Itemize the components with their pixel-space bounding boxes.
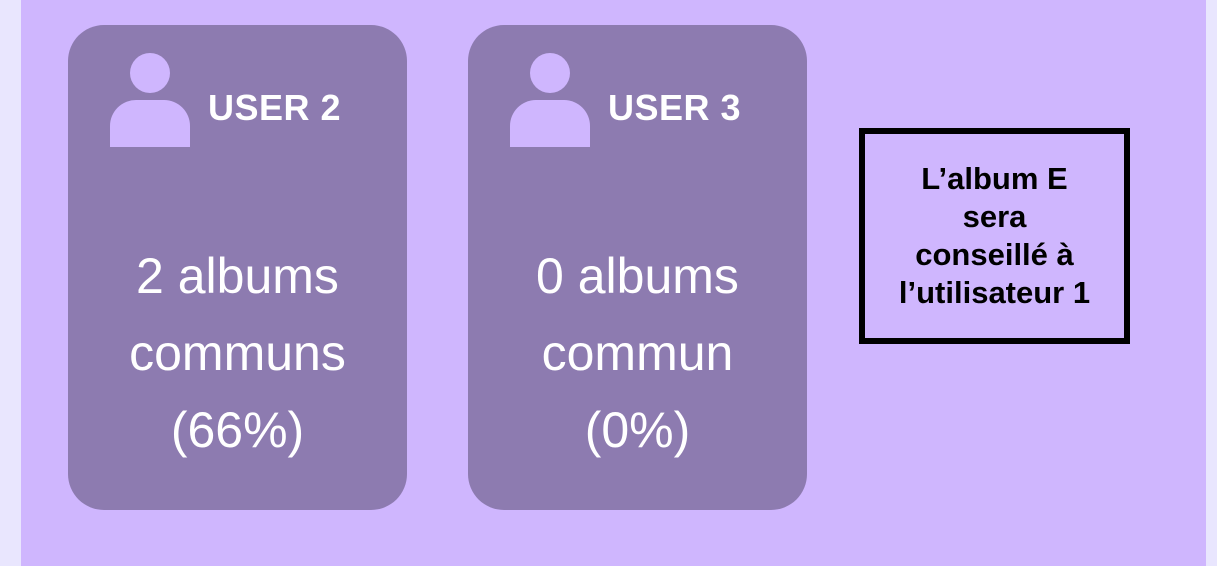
user-label: USER 3 bbox=[608, 87, 742, 128]
recommendation-line: l’utilisateur 1 bbox=[898, 275, 1091, 310]
user-card-user-3: USER 3 0 albums commun (0%) bbox=[468, 25, 807, 510]
user-icon-head bbox=[130, 53, 170, 93]
stat-line: communs bbox=[129, 325, 346, 381]
stat-line: commun bbox=[541, 325, 734, 381]
common-albums-stat: 2 albums communs (66%) bbox=[68, 238, 407, 469]
user-icon bbox=[110, 53, 190, 147]
user-icon bbox=[510, 53, 590, 147]
user-icon-head bbox=[530, 53, 570, 93]
recommendation-line: conseillé à bbox=[915, 237, 1074, 272]
user-icon-body bbox=[110, 100, 190, 147]
recommendation-line: sera bbox=[962, 199, 1027, 234]
recommendation-box: L’album E sera conseillé à l’utilisateur… bbox=[859, 128, 1130, 344]
stat-line: 2 albums bbox=[136, 248, 339, 304]
user-icon-body bbox=[510, 100, 590, 147]
stat-line: 0 albums bbox=[536, 248, 739, 304]
user-label: USER 2 bbox=[208, 87, 342, 128]
user-card-user-2: USER 2 2 albums communs (66%) bbox=[68, 25, 407, 510]
stat-line: (0%) bbox=[584, 402, 691, 458]
diagram-panel: USER 2 2 albums communs (66%) USER 3 0 a… bbox=[21, 0, 1206, 566]
recommendation-line: L’album E bbox=[921, 161, 1068, 196]
common-albums-stat: 0 albums commun (0%) bbox=[468, 238, 807, 469]
stat-line: (66%) bbox=[170, 402, 305, 458]
